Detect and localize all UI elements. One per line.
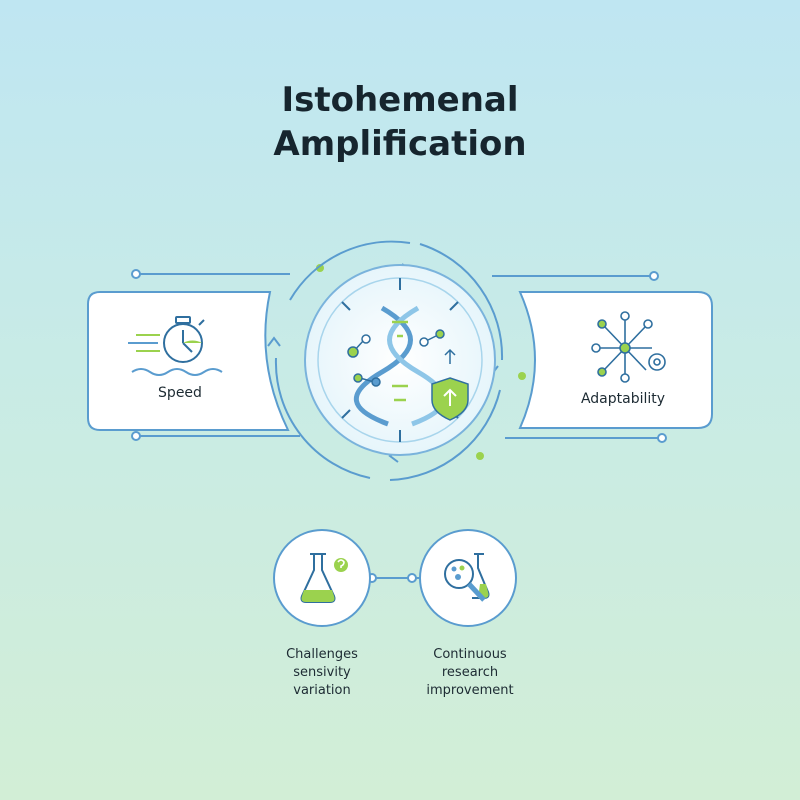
research-line-3: improvement	[426, 683, 514, 698]
research-label: Continuous research improvement	[408, 646, 532, 700]
speed-card	[87, 291, 290, 431]
stopwatch-icon	[128, 316, 223, 376]
connector-dots	[131, 269, 667, 443]
research-circle	[419, 529, 517, 627]
bottom-connector-dot-right	[407, 573, 417, 583]
challenges-label: Challenges sensivity variation	[262, 646, 382, 700]
title-line-2: Amplification	[273, 124, 527, 164]
accent-dots	[316, 264, 526, 460]
connector-lines	[138, 273, 660, 439]
challenges-line-2: sensivity	[293, 665, 351, 680]
shield-icon	[431, 348, 469, 421]
page-title: Istohemenal Amplification	[0, 78, 800, 166]
adaptability-label: Adaptability	[580, 391, 666, 407]
magnifier-flask-icon	[444, 553, 490, 602]
research-line-2: research	[441, 665, 499, 680]
cycle-ring	[274, 240, 504, 481]
speed-label: Speed	[158, 385, 202, 401]
molecule-icon	[347, 329, 445, 387]
challenges-line-1: Challenges	[286, 647, 358, 662]
network-gear-icon	[591, 311, 666, 383]
adaptability-card	[518, 291, 713, 429]
flask-question-icon	[300, 553, 348, 603]
challenges-circle	[273, 529, 371, 627]
research-line-1: Continuous	[433, 647, 507, 662]
title-line-1: Istohemenal	[281, 80, 519, 120]
challenges-line-3: variation	[293, 683, 351, 698]
